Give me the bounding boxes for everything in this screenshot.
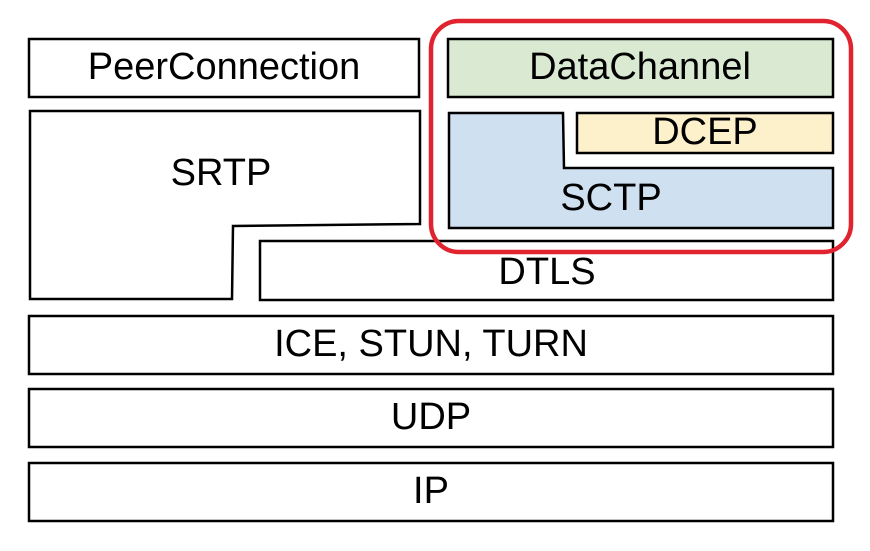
sctp-layer: SCTP — [447, 111, 835, 230]
udp-box — [27, 387, 835, 449]
datachannel-label: DataChannel — [529, 46, 751, 88]
ip-box — [27, 461, 835, 523]
highlight-frame — [428, 18, 854, 255]
sctp-box — [447, 111, 835, 230]
dcep-box — [575, 111, 835, 155]
ice-layer: ICE, STUN, TURN — [27, 314, 835, 376]
ice-label: ICE, STUN, TURN — [274, 323, 588, 365]
dcep-label: DCEP — [652, 111, 758, 153]
dcep-layer: DCEP — [575, 111, 835, 155]
srtp-layer: SRTP — [28, 109, 422, 301]
udp-label: UDP — [391, 396, 471, 438]
udp-layer: UDP — [27, 387, 835, 449]
ice-box — [27, 314, 835, 376]
peerconnection-box — [27, 37, 421, 99]
ip-layer: IP — [27, 461, 835, 523]
sctp-label: SCTP — [560, 177, 661, 219]
peerconnection-layer: PeerConnection — [27, 37, 421, 99]
srtp-label: SRTP — [171, 152, 272, 194]
datachannel-box — [446, 37, 835, 99]
ip-label: IP — [413, 470, 449, 512]
datachannel-layer: DataChannel — [446, 37, 835, 99]
peerconnection-label: PeerConnection — [88, 46, 361, 88]
srtp-box — [28, 109, 422, 301]
dtls-label: DTLS — [498, 251, 595, 293]
